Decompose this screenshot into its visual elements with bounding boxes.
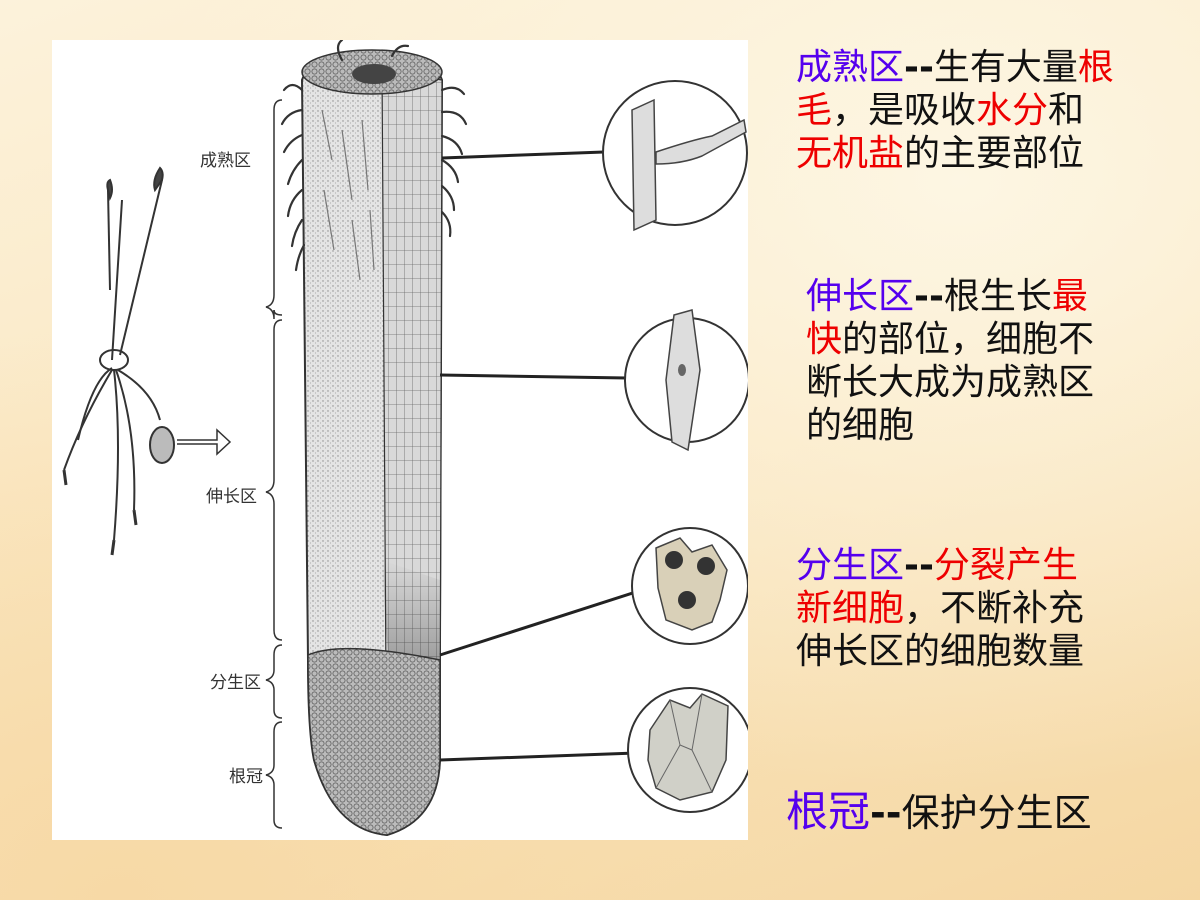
elongation-line-4: 的细胞 — [806, 405, 915, 446]
meristem-term: 分生区 — [796, 545, 905, 586]
leader-lines — [439, 150, 643, 762]
maturation-line-1: 成熟区--生有大量根 — [796, 46, 1196, 89]
root-diagram — [62, 40, 748, 837]
elongation-text-1b: 最 — [1051, 276, 1088, 317]
meristem-line-3: 伸长区的细胞数量 — [796, 631, 1085, 672]
meristem-line-1: 分生区--分裂产生 — [796, 544, 1196, 587]
zone-label-meristem: 分生区 — [210, 673, 261, 693]
cap-dash: -- — [870, 791, 902, 835]
zone-braces — [265, 99, 283, 829]
maturation-zone-description: 成熟区--生有大量根 毛，是吸收水分和 无机盐的主要部位 — [796, 46, 1196, 175]
cap-term: 根冠 — [786, 787, 871, 836]
elongation-text-2a: 快 — [806, 319, 843, 360]
elongation-term: 伸长区 — [806, 276, 915, 317]
meristem-text-2a: 新细胞 — [796, 588, 905, 629]
maturation-text-2c: 水分 — [976, 90, 1049, 131]
maturation-term: 成熟区 — [796, 47, 905, 88]
meristem-line-2: 新细胞，不断补充 — [796, 587, 1196, 630]
maturation-text-2b: ，是吸收 — [832, 90, 977, 131]
maturation-text-3a: 无机盐 — [796, 133, 905, 174]
maturation-text-1a: 生有大量 — [933, 47, 1078, 88]
meristem-text-1a: 分裂产生 — [933, 545, 1078, 586]
root-structure-figure: 成熟区 伸长区 分生区 根冠 — [52, 40, 748, 840]
elongation-zone-description: 伸长区--根生长最 快的部位，细胞不 断长大成为成熟区 的细胞 — [806, 275, 1196, 447]
cap-zone-description: 根冠--保护分生区 — [786, 790, 1196, 835]
maturation-line-3: 无机盐的主要部位 — [796, 132, 1196, 175]
elongation-line-2: 快的部位，细胞不 — [806, 318, 1196, 361]
elongation-dash: -- — [914, 276, 944, 317]
elongation-line-3: 断长大成为成熟区 — [806, 362, 1095, 403]
maturation-text-3b: 的主要部位 — [904, 133, 1085, 174]
elongation-text-1a: 根生长 — [943, 276, 1052, 317]
elongation-text-2b: 的部位，细胞不 — [842, 319, 1095, 360]
zone-label-cap: 根冠 — [229, 767, 263, 787]
meristem-zone-description: 分生区--分裂产生 新细胞，不断补充 伸长区的细胞数量 — [796, 544, 1196, 673]
seedling-illustration — [62, 166, 232, 556]
zone-label-elongation: 伸长区 — [206, 487, 257, 507]
maturation-line-2: 毛，是吸收水分和 — [796, 89, 1196, 132]
magnified-cells — [602, 80, 748, 813]
meristem-dash: -- — [904, 545, 934, 586]
root-body — [280, 40, 468, 837]
maturation-text-2a: 毛 — [796, 90, 833, 131]
maturation-text-1b: 根 — [1077, 47, 1114, 88]
maturation-dash: -- — [904, 47, 934, 88]
elongation-line-1: 伸长区--根生长最 — [806, 275, 1196, 318]
zone-label-maturation: 成熟区 — [200, 151, 251, 171]
maturation-text-2d: 和 — [1048, 90, 1085, 131]
cap-text: 保护分生区 — [901, 791, 1092, 835]
meristem-text-2b: ，不断补充 — [904, 588, 1085, 629]
